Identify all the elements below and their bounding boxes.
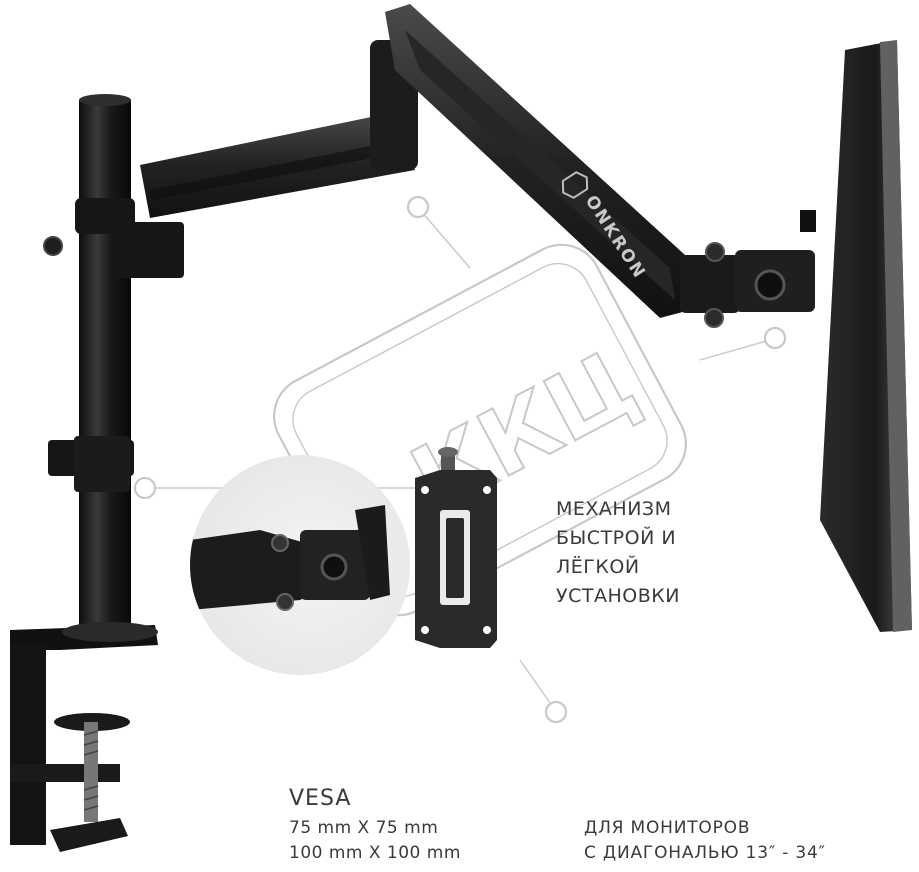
monitor xyxy=(800,40,912,632)
feature-line-2: БЫСТРОЙ И xyxy=(556,527,677,549)
vesa-size-large: 100 mm X 100 mm xyxy=(289,843,461,863)
compatibility-line-2: С ДИАГОНАЛЬЮ 13″ - 34″ xyxy=(584,843,826,863)
onkron-logo-icon xyxy=(561,171,589,199)
compatibility-line-1: ДЛЯ МОНИТОРОВ xyxy=(584,818,751,838)
vesa-title: VESA xyxy=(289,786,352,811)
tilt-joint xyxy=(680,242,815,328)
feature-line-1: МЕХАНИЗМ xyxy=(556,498,672,520)
feature-line-4: УСТАНОВКИ xyxy=(556,585,680,607)
desk-clamp xyxy=(10,622,158,852)
lower-arm xyxy=(112,40,418,278)
mount-pole xyxy=(43,94,135,630)
mount-inset xyxy=(190,455,410,675)
feature-line-3: ЛЁГКОЙ xyxy=(556,556,640,578)
feature-caption: МЕХАНИЗМ БЫСТРОЙ И ЛЁГКОЙ УСТАНОВКИ xyxy=(556,495,756,611)
vesa-plate xyxy=(415,447,497,648)
vesa-size-small: 75 mm X 75 mm xyxy=(289,818,439,838)
